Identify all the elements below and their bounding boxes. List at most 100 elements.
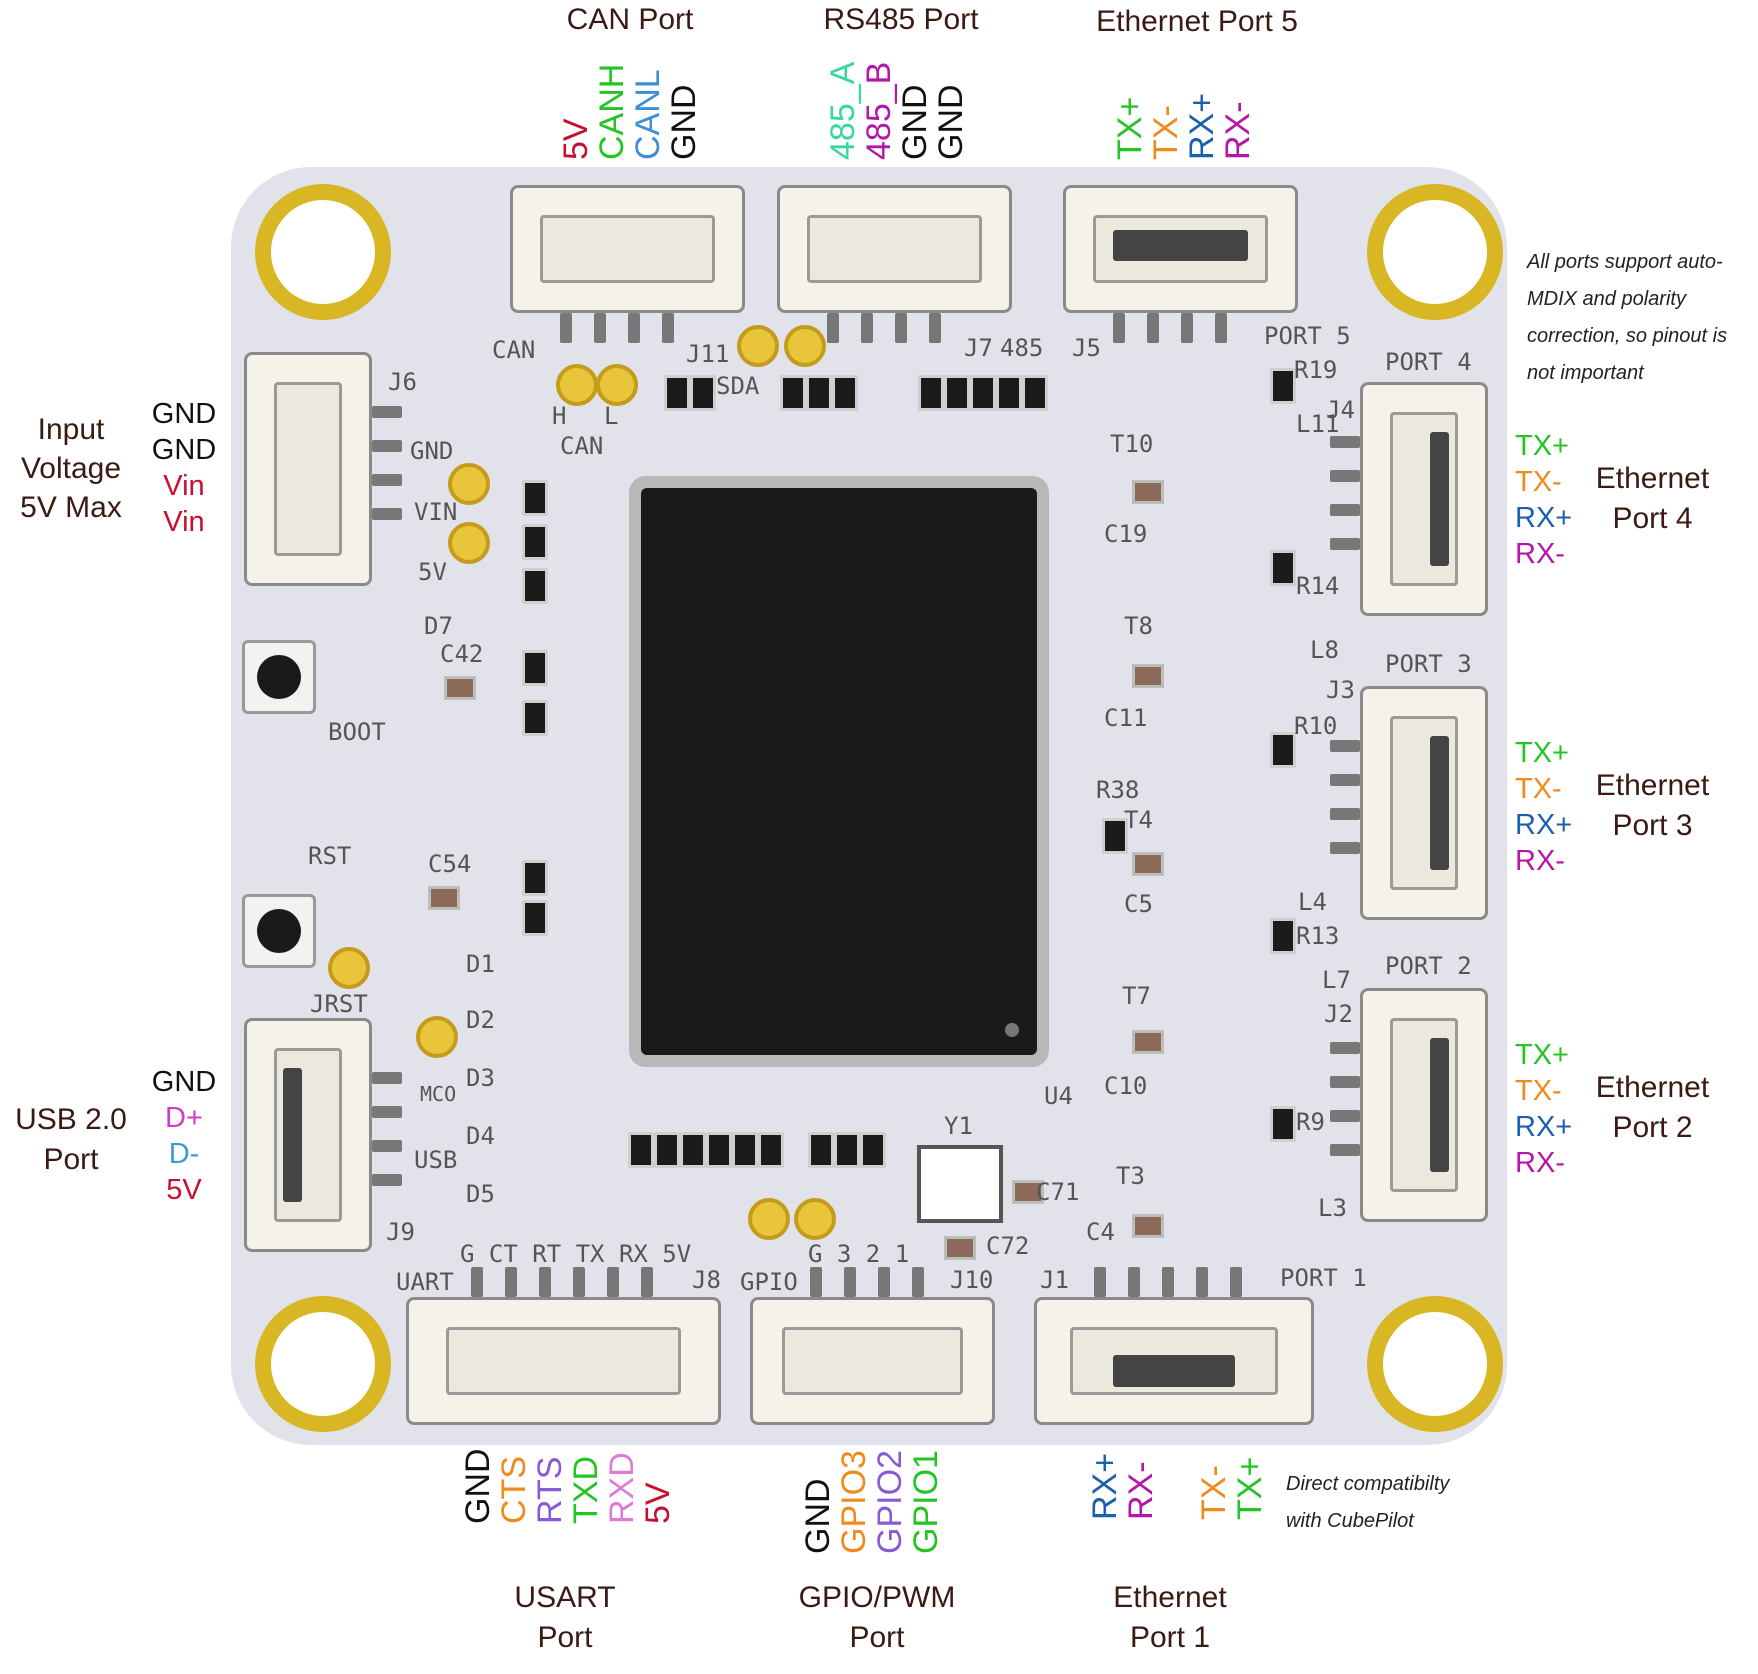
silk-h: H bbox=[552, 402, 567, 430]
ethernet-port-1-title-line1: Ethernet bbox=[1113, 1581, 1227, 1614]
silk-5v: 5V bbox=[418, 558, 447, 586]
capacitor bbox=[1132, 1214, 1164, 1238]
silk-gpio: GPIO bbox=[740, 1268, 798, 1296]
input-voltage-title-line1: Input bbox=[37, 413, 105, 446]
smd-component bbox=[522, 650, 548, 686]
auto-mdix-note-line4: not important bbox=[1527, 362, 1644, 384]
silk-r19: R19 bbox=[1294, 356, 1338, 384]
pin-label: D+ bbox=[165, 1102, 203, 1134]
capacitor-c42 bbox=[444, 676, 476, 700]
silk-r38: R38 bbox=[1096, 776, 1140, 804]
silk-mco: MCO bbox=[420, 1082, 457, 1106]
cubepilot-note-line2: with CubePilot bbox=[1286, 1510, 1414, 1532]
ethernet-port-2-connector-pins bbox=[1330, 1042, 1360, 1156]
cubepilot-note-line1: Direct compatibilty bbox=[1286, 1473, 1450, 1495]
ethernet-port-3-title-line1: Ethernet bbox=[1595, 769, 1710, 802]
silk-t8: T8 bbox=[1124, 612, 1153, 640]
pin-label: CANL bbox=[629, 69, 667, 160]
silk-vin: VIN bbox=[414, 498, 458, 526]
pin-label: TX- bbox=[1515, 773, 1562, 805]
silk-port1: PORT 1 bbox=[1280, 1264, 1367, 1292]
ethernet-port-5-pin-labels: TX+TX-RX+RX- bbox=[1111, 92, 1257, 160]
smd-component bbox=[860, 1132, 886, 1168]
ethernet-port-3-connector bbox=[1360, 686, 1488, 920]
pin-label: GND bbox=[896, 84, 934, 160]
pin-label: CTS bbox=[495, 1456, 533, 1524]
input-voltage-connector-pins bbox=[372, 406, 402, 520]
smd-component bbox=[690, 375, 716, 411]
smd-component bbox=[806, 375, 832, 411]
ethernet-port-3-pin-labels: TX+TX-RX+RX- bbox=[1515, 735, 1572, 879]
smd-component bbox=[808, 1132, 834, 1168]
usart-port-title: USART Port bbox=[480, 1578, 650, 1658]
smd-component bbox=[654, 1132, 680, 1168]
silk-r9: R9 bbox=[1296, 1108, 1325, 1136]
smd-component bbox=[780, 375, 806, 411]
silk-d3: D3 bbox=[466, 1064, 495, 1092]
silk-l3: L3 bbox=[1318, 1194, 1347, 1222]
usb-connector bbox=[244, 1018, 372, 1252]
pin-label: GND bbox=[459, 1448, 497, 1524]
smd-component bbox=[522, 860, 548, 896]
usart-connector bbox=[406, 1297, 721, 1425]
pin-label: TX- bbox=[1195, 1465, 1233, 1520]
smd-component bbox=[732, 1132, 758, 1168]
smd-component bbox=[628, 1132, 654, 1168]
silk-j3: J3 bbox=[1326, 676, 1355, 704]
pin-label: RX+ bbox=[1515, 809, 1573, 841]
ethernet-port-2-title-line2: Port 2 bbox=[1612, 1111, 1693, 1144]
usart-port-title-line1: USART bbox=[514, 1581, 616, 1614]
pin-label: TXD bbox=[567, 1456, 605, 1524]
ethernet-port-3-title: Ethernet Port 3 bbox=[1580, 766, 1725, 846]
rs485-port-title: RS485 Port bbox=[823, 3, 979, 36]
input-voltage-title-line2: Voltage bbox=[20, 452, 122, 485]
silk-j6: J6 bbox=[388, 368, 417, 396]
silk-gpio-pins: G 3 2 1 bbox=[808, 1240, 910, 1268]
silk-485: 485 bbox=[1000, 334, 1044, 362]
ethernet-port-1-connector bbox=[1034, 1297, 1314, 1425]
pin-label: RX+ bbox=[1183, 92, 1221, 160]
capacitor bbox=[1132, 480, 1164, 504]
ethernet-port-4-connector bbox=[1360, 382, 1488, 616]
pin-label: 485_A bbox=[824, 61, 862, 160]
gpio-connector bbox=[750, 1297, 995, 1425]
silk-r13: R13 bbox=[1296, 922, 1340, 950]
auto-mdix-note-line2: MDIX and polarity bbox=[1527, 288, 1686, 310]
smd-component bbox=[522, 900, 548, 936]
smd-component bbox=[834, 1132, 860, 1168]
gpio-port-title-line1: GPIO/PWM bbox=[798, 1581, 956, 1614]
auto-mdix-note: All ports support auto- MDIX and polarit… bbox=[1527, 244, 1727, 392]
ethernet-port-1-title: Ethernet Port 1 bbox=[1090, 1578, 1250, 1658]
auto-mdix-note-line1: All ports support auto- bbox=[1527, 251, 1723, 273]
reset-button[interactable] bbox=[242, 894, 316, 968]
pin-label: 485_B bbox=[860, 61, 898, 160]
silk-l: L bbox=[604, 402, 619, 430]
pin-label: CANH bbox=[593, 63, 631, 160]
can-h-test-pad bbox=[556, 364, 598, 406]
silk-c72: C72 bbox=[986, 1232, 1030, 1260]
smd-component bbox=[996, 375, 1022, 411]
silk-sda: SDA bbox=[716, 372, 760, 400]
pin-label: RX+ bbox=[1086, 1452, 1124, 1520]
silk-c4: C4 bbox=[1086, 1218, 1115, 1246]
pin-label: GPIO3 bbox=[835, 1450, 873, 1554]
pin-label: TX- bbox=[1147, 105, 1185, 160]
pin-label: TX+ bbox=[1231, 1456, 1269, 1520]
vin-test-pad bbox=[448, 463, 490, 505]
silk-d1: D1 bbox=[466, 950, 495, 978]
silk-j9: J9 bbox=[386, 1218, 415, 1246]
boot-button[interactable] bbox=[242, 640, 316, 714]
can-port-title: CAN Port bbox=[566, 3, 694, 36]
capacitor-c72 bbox=[944, 1236, 976, 1260]
silk-j1: J1 bbox=[1040, 1266, 1069, 1294]
i2c-test-pad-2 bbox=[784, 325, 826, 367]
usb-port-title-line2: Port bbox=[43, 1143, 99, 1176]
pin-label: TX+ bbox=[1515, 430, 1569, 462]
capacitor bbox=[1132, 664, 1164, 688]
mounting-hole-bottom-right bbox=[1367, 1296, 1503, 1432]
